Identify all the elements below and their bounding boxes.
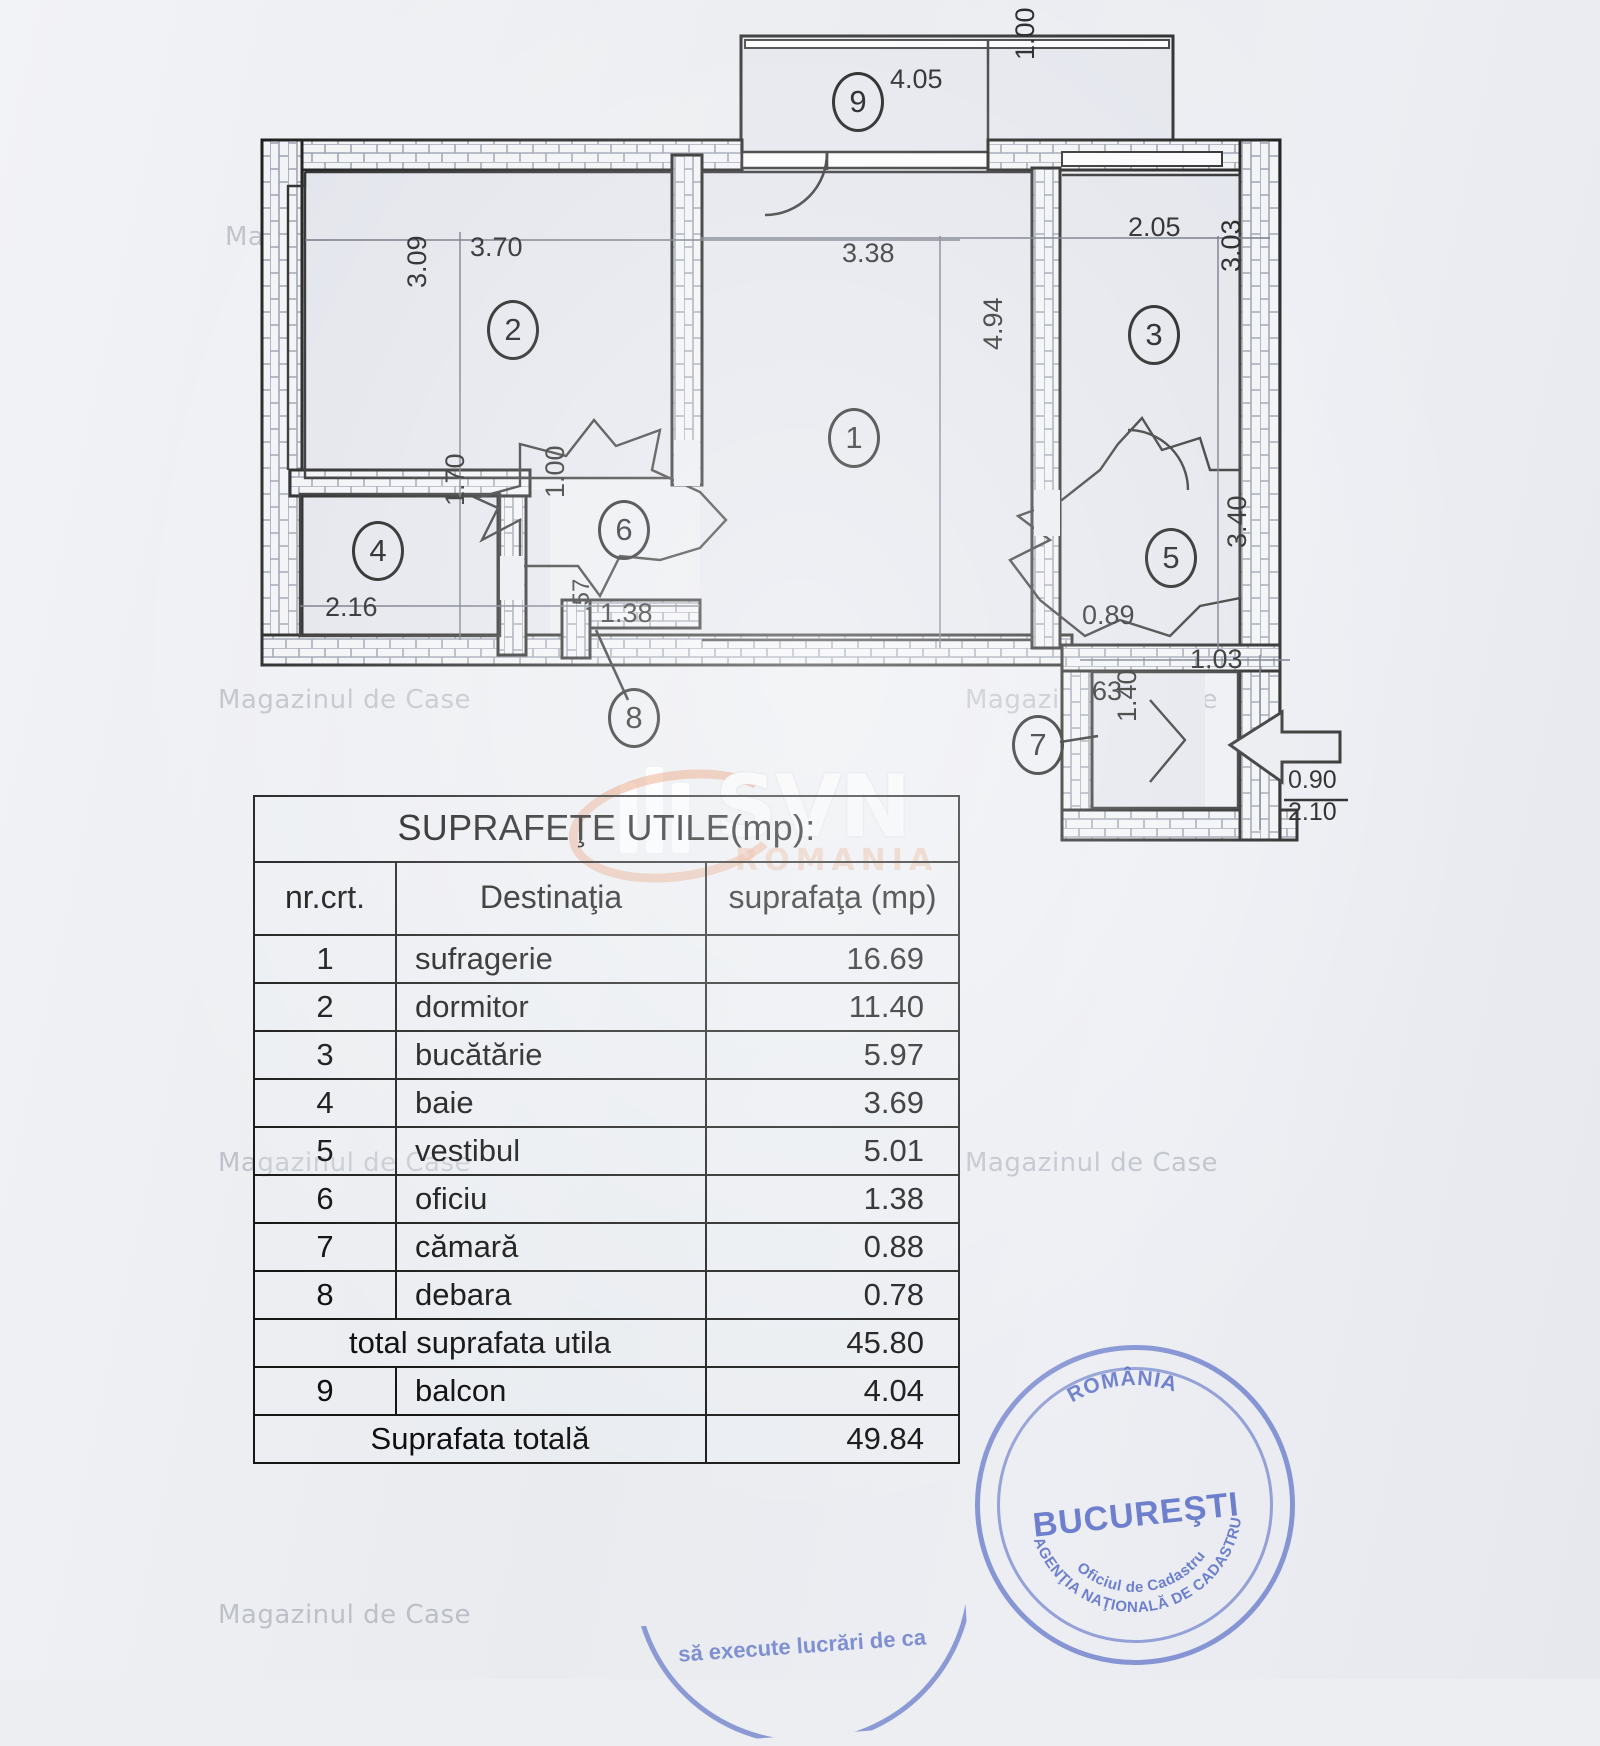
- room-marker-7: 7: [1012, 715, 1064, 775]
- dim-room3-width: 2.05: [1128, 212, 1181, 242]
- cell-nr: 2: [253, 982, 397, 1032]
- grand-total-value: 49.84: [705, 1414, 960, 1464]
- dim-corridor-width: 1.03: [1190, 644, 1243, 674]
- table-header-row: nr.crt. Destinaţia suprafaţa (mp): [253, 861, 960, 936]
- room-marker-2: 2: [487, 300, 539, 360]
- areas-table-container: SUPRAFEŢE UTILE(mp): nr.crt. Destinaţia …: [253, 795, 960, 1464]
- col-header-dest: Destinaţia: [395, 861, 707, 936]
- cell-area: 0.88: [705, 1222, 960, 1272]
- dim-room8-width: .57: [568, 578, 595, 612]
- col-header-nr: nr.crt.: [253, 861, 397, 936]
- dim-room7-height: 1.40: [1112, 669, 1142, 722]
- table-row: 5 vestibul 5.01: [253, 1126, 960, 1176]
- cell-nr: 8: [253, 1270, 397, 1320]
- room-marker-5: 5: [1145, 528, 1197, 588]
- watermark-text: Magazinul de Case: [965, 1148, 1219, 1178]
- grand-total-label: Suprafata totală: [253, 1414, 707, 1464]
- cell-dest: balcon: [395, 1366, 707, 1416]
- table-grand-total-row: Suprafata totală 49.84: [253, 1414, 960, 1464]
- cell-nr: 9: [253, 1366, 397, 1416]
- dim-room2-height: 3.09: [402, 235, 432, 288]
- dim-room6-width: 1.38: [600, 598, 653, 628]
- room-marker-4: 4: [352, 521, 404, 581]
- secondary-stamp: să execute lucrări de ca: [636, 1603, 974, 1746]
- table-row: 8 debara 0.78: [253, 1270, 960, 1320]
- cell-dest: debara: [395, 1270, 707, 1320]
- table-row: 7 cămară 0.88: [253, 1222, 960, 1272]
- room-marker-1: 1: [828, 408, 880, 468]
- cell-area: 4.04: [705, 1366, 960, 1416]
- watermark-text: Magazinul de Case: [218, 1600, 472, 1630]
- stamp-arc-text: ROMÂNIA AGENŢIA NAŢIONALĂ DE CADASTRU Of…: [1029, 1360, 1254, 1626]
- cell-area: 5.97: [705, 1030, 960, 1080]
- dim-room1-width: 3.38: [842, 238, 895, 268]
- table-total-utila-row: total suprafata utila 45.80: [253, 1318, 960, 1368]
- cell-dest: dormitor: [395, 982, 707, 1032]
- cell-dest: oficiu: [395, 1174, 707, 1224]
- dim-room3-height: 3.03: [1216, 219, 1246, 272]
- cell-area: 3.69: [705, 1078, 960, 1128]
- cell-dest: sufragerie: [395, 934, 707, 984]
- watermark-text: Magazinul de Case: [218, 685, 472, 715]
- dim-room5-width: 0.89: [1082, 600, 1135, 630]
- table-title: SUPRAFEŢE UTILE(mp):: [253, 795, 960, 863]
- dim-room4-width: 2.16: [325, 592, 378, 622]
- cell-dest: bucătărie: [395, 1030, 707, 1080]
- total-utila-label: total suprafata utila: [253, 1318, 707, 1368]
- cell-nr: 1: [253, 934, 397, 984]
- room-marker-9: 9: [832, 72, 884, 132]
- official-stamp: ROMÂNIA AGENŢIA NAŢIONALĂ DE CADASTRU Of…: [959, 1329, 1311, 1681]
- table-row: 3 bucătărie 5.97: [253, 1030, 960, 1080]
- col-header-area: suprafaţa (mp): [705, 861, 960, 936]
- room-marker-8: 8: [608, 688, 660, 748]
- cell-dest: baie: [395, 1078, 707, 1128]
- cell-area: 11.40: [705, 982, 960, 1032]
- table-row: 1 sufragerie 16.69: [253, 934, 960, 984]
- cell-area: 1.38: [705, 1174, 960, 1224]
- dim-door-height: 2.10: [1288, 798, 1337, 826]
- dim-door-width: 0.90: [1288, 766, 1337, 794]
- dim-room6-height: 1.00: [540, 445, 570, 498]
- table-row-balcony: 9 balcon 4.04: [253, 1366, 960, 1416]
- dim-room7-width: 63: [1092, 676, 1123, 706]
- dim-room1-height: 4.94: [978, 297, 1008, 350]
- cell-nr: 6: [253, 1174, 397, 1224]
- entrance-arrow-icon: [1227, 709, 1342, 785]
- dim-balcony-depth: 1.00: [1010, 7, 1040, 60]
- cell-nr: 7: [253, 1222, 397, 1272]
- cell-area: 16.69: [705, 934, 960, 984]
- svg-text:ROMÂNIA: ROMÂNIA: [1062, 1360, 1182, 1408]
- dim-room5-height: 3.40: [1222, 495, 1252, 548]
- table-title-row: SUPRAFEŢE UTILE(mp):: [253, 795, 960, 863]
- cell-area: 0.78: [705, 1270, 960, 1320]
- cell-dest: vestibul: [395, 1126, 707, 1176]
- dim-room2-width: 3.70: [470, 232, 523, 262]
- areas-table: SUPRAFEŢE UTILE(mp): nr.crt. Destinaţia …: [253, 795, 960, 1464]
- cell-nr: 4: [253, 1078, 397, 1128]
- table-row: 6 oficiu 1.38: [253, 1174, 960, 1224]
- dim-balcony-width: 4.05: [890, 64, 943, 94]
- floor-plan: 4.05 1.00 3.70 3.09 3.38 4.94 2.05 3.03 …: [260, 7, 1348, 842]
- room-marker-3: 3: [1128, 305, 1180, 365]
- room-marker-6: 6: [598, 500, 650, 560]
- dim-room4-height: 1.70: [440, 453, 470, 506]
- cell-nr: 5: [253, 1126, 397, 1176]
- cell-nr: 3: [253, 1030, 397, 1080]
- cell-area: 5.01: [705, 1126, 960, 1176]
- table-row: 2 dormitor 11.40: [253, 982, 960, 1032]
- total-utila-value: 45.80: [705, 1318, 960, 1368]
- table-row: 4 baie 3.69: [253, 1078, 960, 1128]
- cell-dest: cămară: [395, 1222, 707, 1272]
